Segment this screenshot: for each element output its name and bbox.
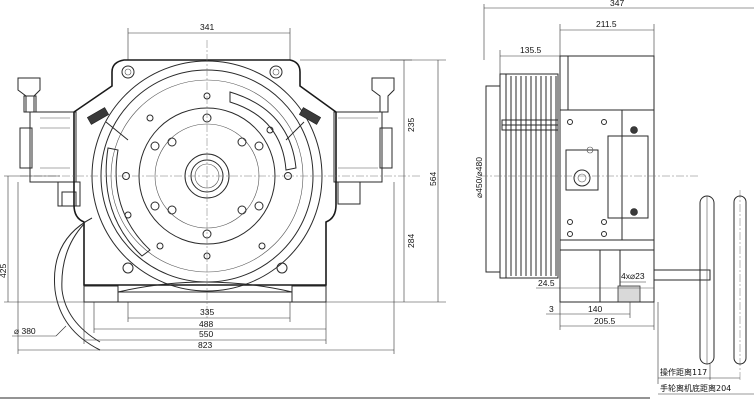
brake-arms (86, 107, 322, 141)
dimension-label-341: 341 (200, 22, 214, 32)
holes-label: 4x⌀23 (621, 271, 645, 281)
dimension-564: 564 (300, 59, 446, 303)
dimension-341: 341 (127, 22, 291, 60)
side-bottom-dimensions: 3 140 205.5 (546, 302, 655, 330)
dimension-label-211-5: 211.5 (596, 19, 617, 29)
motor-body-side (559, 55, 655, 303)
holes-callout: 4x⌀23 (620, 271, 646, 283)
dimension-label-140: 140 (588, 304, 602, 314)
front-view: 341 (0, 22, 446, 354)
rope-diameter-label: ⌀ 380 (14, 326, 36, 336)
dimension-label-135-5: 135.5 (520, 45, 542, 55)
dimension-347: 347 (483, 0, 754, 60)
rope-arc (53, 217, 101, 351)
left-mounting-bracket (17, 77, 81, 207)
dimension-label-24-5: 24.5 (538, 278, 555, 288)
handwheel-notes: 操作距离117 手轮离机底距离204 (657, 302, 754, 395)
dimension-235: 235 (390, 59, 416, 176)
dimension-425: 425 (0, 175, 84, 303)
side-view: 347 211.5 135.5 (474, 0, 754, 395)
dimension-label-335: 335 (200, 307, 214, 317)
right-mounting-bracket (333, 77, 395, 205)
dimension-label-564: 564 (428, 172, 438, 186)
brake-lever (501, 119, 559, 131)
dimension-24-5: 24.5 (536, 278, 560, 289)
front-centerlines (20, 40, 420, 318)
dimension-label-3: 3 (549, 304, 554, 314)
dimension-284: 284 (403, 176, 416, 302)
bottom-dimensions: 335 488 550 823 (17, 182, 395, 354)
dimension-label-550: 550 (199, 329, 213, 339)
dimension-label-425: 425 (0, 264, 8, 278)
operating-distance-note: 操作距离117 (660, 367, 707, 377)
handwheel-distance-note: 手轮离机底距离204 (660, 383, 731, 393)
base-foot (560, 285, 654, 303)
dimension-211-5: 211.5 (559, 19, 655, 56)
dimension-label-235: 235 (406, 118, 416, 132)
dimension-label-284: 284 (406, 234, 416, 248)
dimension-label-347: 347 (610, 0, 624, 8)
dimension-label-488: 488 (199, 319, 213, 329)
dimension-135-5: 135.5 (499, 45, 560, 74)
sheave-diameter-label: ⌀450/⌀480 (474, 157, 484, 198)
dimension-label-205-5: 205.5 (594, 316, 616, 326)
rope-diameter-callout: ⌀ 380 (12, 325, 67, 337)
handwheel-shaft (653, 190, 747, 380)
dimension-label-823: 823 (198, 340, 212, 350)
motor-housing (73, 59, 337, 303)
